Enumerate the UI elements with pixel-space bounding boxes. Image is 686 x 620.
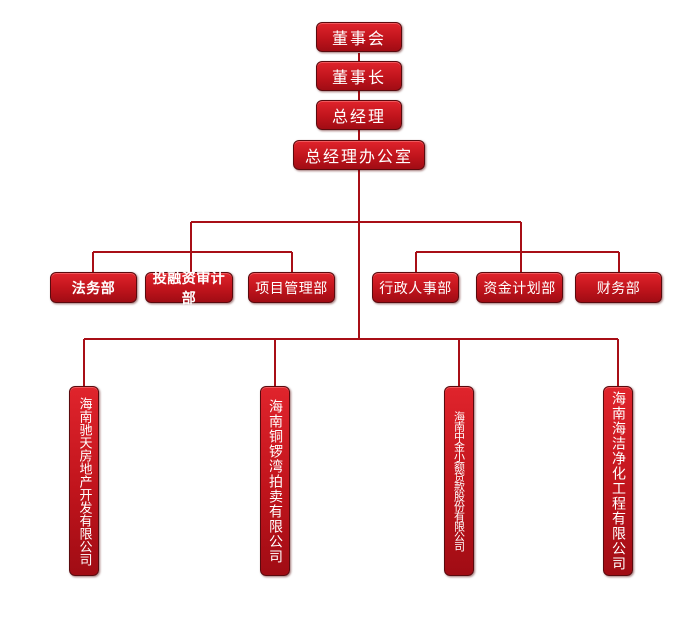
dept-box-fund-planning: 资金计划部 — [476, 272, 563, 303]
board-box: 董事会 — [316, 22, 402, 52]
dept-box-finance: 财务部 — [575, 272, 662, 303]
dept-label: 法务部 — [71, 280, 116, 297]
subsidiary-label: 海南铜锣湾拍卖有限公司 — [267, 398, 283, 564]
gm-office-label: 总经理办公室 — [304, 147, 413, 166]
dept-box-investment-audit: 投融资审计部 — [145, 271, 233, 307]
dept-label: 行政人事部 — [379, 280, 452, 297]
subsidiary-box-chitian-real-estate: 海南驰天房地产开发有限公司 — [69, 386, 99, 576]
subsidiary-label: 海南海洁净化工程有限公司 — [610, 391, 626, 571]
gm-office-box: 总经理办公室 — [293, 140, 425, 170]
dept-label: 投融资审计部 — [152, 270, 226, 307]
dept-label: 项目管理部 — [255, 280, 328, 297]
general-manager-label: 总经理 — [331, 107, 386, 126]
dept-label: 财务部 — [596, 280, 641, 297]
dept-label: 资金计划部 — [483, 280, 556, 297]
dept-box-admin-hr: 行政人事部 — [372, 272, 459, 303]
dept-box-legal: 法务部 — [50, 272, 137, 303]
chairman-box: 董事长 — [316, 61, 402, 91]
dept-box-project-management: 项目管理部 — [248, 272, 335, 303]
subsidiary-box-zhongjin-microcredit: 海南中金小额贷款股份有限公司 — [444, 386, 474, 576]
subsidiary-box-causeway-auction: 海南铜锣湾拍卖有限公司 — [260, 386, 290, 576]
general-manager-box: 总经理 — [316, 100, 402, 130]
subsidiary-box-haijie-purification: 海南海洁净化工程有限公司 — [603, 386, 633, 576]
chairman-label: 董事长 — [331, 68, 386, 87]
subsidiary-label: 海南驰天房地产开发有限公司 — [76, 396, 92, 566]
board-label: 董事会 — [331, 29, 386, 48]
subsidiary-label: 海南中金小额贷款股份有限公司 — [452, 411, 466, 551]
